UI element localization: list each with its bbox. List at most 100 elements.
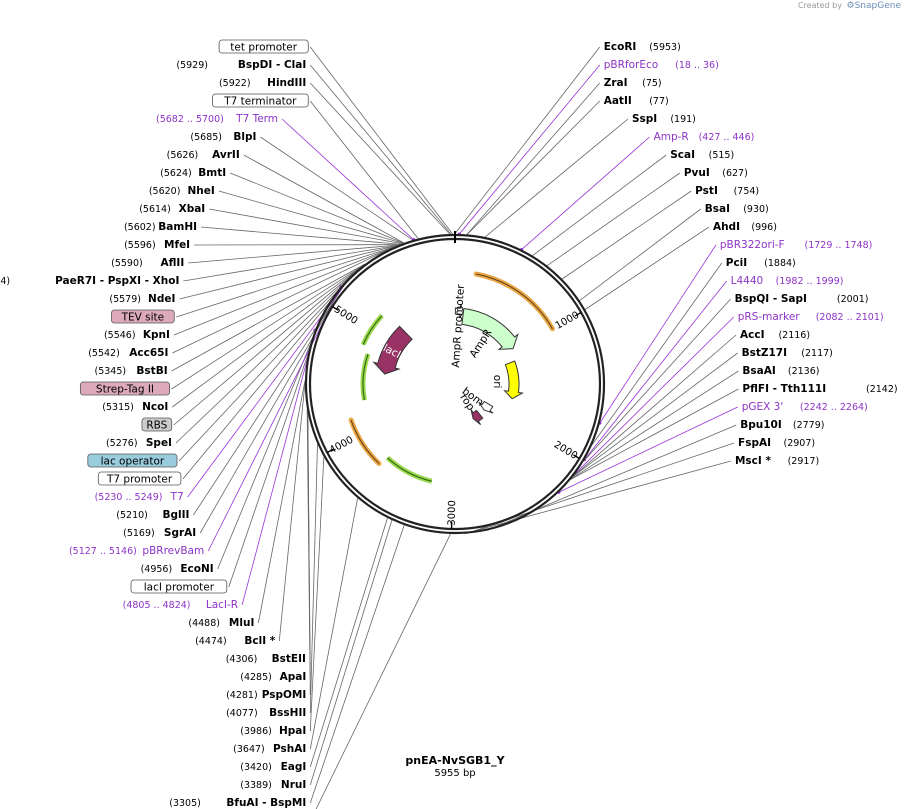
label-msci-2917-leader [464, 460, 732, 535]
label-bsteii-4306[interactable]: BstEII(4306) [226, 653, 306, 665]
label-eagi-3420[interactable]: EagI(3420) [240, 761, 306, 773]
label-l4440-1990[interactable]: L4440(1982 .. 1999) [731, 275, 844, 287]
label-pbrrevbam-5136[interactable]: pBRrevBam(5127 .. 5146) [69, 545, 204, 557]
label-prs-marker-2091[interactable]: pRS-marker(2082 .. 2101) [738, 311, 884, 323]
label-avrii-5626[interactable]: AvrII(5626) [167, 149, 240, 161]
label-ndei-5579[interactable]: NdeI(5579) [109, 293, 175, 305]
label-zrai-75-pos: (75) [642, 78, 662, 89]
label-spei-5276[interactable]: SpeI(5276) [106, 437, 172, 449]
label-bspqi-sapi-2001[interactable]: BspQI - SapI(2001) [735, 293, 869, 305]
feature-arrow-ampr-promoter[interactable] [454, 304, 464, 319]
tick-label-1000: 1000 [554, 310, 582, 332]
label-strep-tag-ii-5330[interactable]: Strep-Tag II [79, 381, 170, 396]
label-ahdi-996[interactable]: AhdI(996) [713, 221, 777, 233]
label-bfuai-bspmi-3305[interactable]: BfuAI - BspMI(3305) [169, 797, 306, 809]
label-t7-term-5691[interactable]: T7 Term(5682 .. 5700) [156, 113, 278, 125]
label-paer7i-pspxi-xhoi-5584[interactable]: PaeR7I - PspXI - XhoI(5584) [0, 275, 179, 287]
label-pspomi-4281[interactable]: PspOMI(4281) [226, 689, 306, 701]
label-aflii-5590[interactable]: AflII (5590) [111, 257, 184, 269]
label-pshai-3647[interactable]: PshAI(3647) [233, 743, 306, 755]
label-fspai-2907[interactable]: FspAI(2907) [738, 437, 815, 449]
label-aflii-5590-name: AflII [161, 257, 185, 269]
label-bsaai-2136-pos: (2136) [788, 366, 820, 377]
label-bmti-5624-leader [230, 172, 404, 244]
label-scai-515[interactable]: ScaI(515) [670, 149, 734, 161]
label-nrui-3389-name: NruI [281, 779, 306, 791]
label-hpai-3986[interactable]: HpaI(3986) [240, 725, 306, 737]
label-l4440-1990-leader [584, 280, 727, 460]
label-bcli-4474[interactable]: BclI *(4474) [195, 635, 276, 647]
label-sgrai-5169[interactable]: SgrAI(5169) [123, 527, 196, 539]
label-sspi-191[interactable]: SspI(191) [632, 113, 696, 125]
tick-label-3000: 3000 [447, 500, 459, 526]
label-bspdi-clai-5929[interactable]: BspDI - ClaI(5929) [176, 59, 306, 71]
label-lac-operator-5266[interactable]: lac operator [87, 453, 178, 468]
label-pflfi-tth111i-2142[interactable]: PflFI - Tth111I(2142) [742, 383, 897, 395]
label-mfei-5596[interactable]: MfeI(5596) [124, 239, 190, 251]
label-laci-r-4814[interactable]: LacI-R(4805 .. 4824) [123, 599, 238, 611]
label-bsai-930[interactable]: BsaI(930) [705, 203, 769, 215]
cds-segment-arc-core-1 [387, 457, 432, 482]
label-rbs-5300[interactable]: RBS [141, 417, 173, 432]
feature-arrow-ori[interactable] [503, 360, 524, 400]
label-zrai-75-leader [466, 82, 601, 235]
label-econi-4956[interactable]: EcoNI(4956) [141, 563, 214, 575]
label-pflfi-tth111i-2142-pos: (2142) [866, 384, 898, 395]
label-xbai-5614[interactable]: XbaI(5614) [139, 203, 205, 215]
label-nrui-3389[interactable]: NruI(3389) [240, 779, 306, 791]
label-mlui-4488[interactable]: MluI(4488) [188, 617, 254, 629]
feature-arrow-ampr[interactable] [461, 307, 519, 350]
label-bcli-4474-pos: (4474) [195, 636, 227, 647]
label-pcii-1884[interactable]: PciI(1884) [726, 257, 796, 269]
label-aatii-77[interactable]: AatII(77) [604, 95, 669, 107]
plasmid-size: 5955 bp [434, 768, 475, 779]
label-bsshii-4077[interactable]: BssHII(4077) [226, 707, 306, 719]
label-pvui-627[interactable]: PvuI(627) [684, 167, 748, 179]
label-msci-2917[interactable]: MscI *(2917) [735, 455, 819, 467]
feature-arrow-bom[interactable] [478, 400, 494, 414]
label-tev-site-5560-box [111, 309, 175, 324]
label-t7-promoter-5243[interactable]: T7 promoter [97, 471, 182, 486]
vector-segment-arc-2 [348, 417, 382, 467]
label-aflii-5590-pos: (5590) [111, 258, 143, 269]
label-bamhi-5602[interactable]: BamHI(5602) [124, 221, 197, 233]
label-apai-4285[interactable]: ApaI(4285) [240, 671, 306, 683]
label-pvui-627-leader [546, 172, 681, 266]
label-bsaai-2136[interactable]: BsaAI(2136) [742, 365, 819, 377]
label-acci-2116[interactable]: AccI(2116) [740, 329, 810, 341]
label-kpni-5546[interactable]: KpnI(5546) [104, 329, 170, 341]
label-ecori-5953[interactable]: EcoRI(5953) [604, 41, 681, 53]
label-tev-site-5560-text: TEV site [121, 312, 165, 324]
label-bmti-5624[interactable]: BmtI(5624) [160, 167, 226, 179]
label-bstbi-5345[interactable]: BstBI(5345) [95, 365, 168, 377]
label-pbr322ori-f-1738[interactable]: pBR322ori-F(1729 .. 1748) [720, 239, 872, 251]
label-blpi-5685[interactable]: BlpI(5685) [190, 131, 256, 143]
label-acc65i-5542[interactable]: Acc65I(5542) [88, 347, 168, 359]
label-ncoi-5315[interactable]: NcoI(5315) [102, 401, 168, 413]
label-laci-promoter-4900-box [130, 579, 228, 594]
label-t7-terminator-5720[interactable]: T7 terminator [212, 93, 309, 108]
label-mlui-4488-pos: (4488) [188, 618, 220, 629]
label-bpu10i-2779[interactable]: Bpu10I(2779) [740, 419, 824, 431]
label-nhei-5620[interactable]: NheI(5620) [149, 185, 215, 197]
label-bsteii-4306-name: BstEII [272, 653, 306, 665]
label-zrai-75[interactable]: ZraI(75) [604, 77, 662, 89]
label-kpni-5546-leader [173, 247, 393, 336]
label-hindiii-5922[interactable]: HindIII(5922) [219, 77, 306, 89]
label-psti-754[interactable]: PstI(754) [695, 185, 759, 197]
label-bstz17i-2117[interactable]: BstZ17I(2117) [742, 347, 833, 359]
label-pgex-3-2253[interactable]: pGEX 3'(2242 .. 2264) [742, 401, 868, 413]
label-t7-5239[interactable]: T7(5230 .. 5249) [95, 491, 184, 503]
label-amp-r-436[interactable]: Amp-R(427 .. 446) [654, 131, 755, 143]
label-pbrforeco-27[interactable]: pBRforEco(18 .. 36) [604, 59, 719, 71]
label-tet-promoter-5940[interactable]: tet promoter [218, 39, 309, 54]
feature-arrow-laci[interactable] [372, 325, 413, 375]
label-laci-promoter-4900[interactable]: lacI promoter [130, 579, 228, 594]
label-bglii-5210[interactable]: BglII(5210) [116, 509, 189, 521]
label-acci-2116-name: AccI [740, 329, 764, 341]
label-t7-term-5691-name: T7 Term [235, 113, 278, 125]
label-tev-site-5560[interactable]: TEV site [111, 309, 175, 324]
feature-arrow-rop[interactable] [470, 409, 484, 425]
label-pvui-627-name: PvuI [684, 167, 710, 179]
label-rbs-5300-leader [173, 268, 360, 426]
